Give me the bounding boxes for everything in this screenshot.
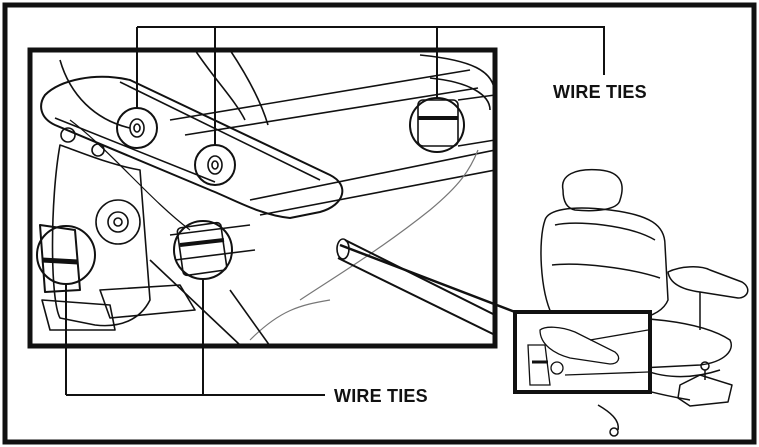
leader-lines-top <box>136 26 605 145</box>
armrest-pad <box>40 75 344 219</box>
wire-tie-circle-5 <box>173 220 233 280</box>
wire-tie-circle-4 <box>36 225 96 285</box>
leader-lines-bottom <box>65 279 325 396</box>
wire-tie-circle-2 <box>194 144 236 186</box>
chair-armrest-right <box>667 266 749 299</box>
wire-ties-label-bottom: WIRE TIES <box>334 386 428 406</box>
wire-tie-circle-1 <box>116 107 158 149</box>
detail-view <box>27 47 498 349</box>
detail-frame <box>27 47 498 349</box>
chair-inset <box>540 168 749 437</box>
inset-armrest-detail <box>527 326 649 386</box>
zoom-connector <box>339 243 516 314</box>
wire-ties-label-top: WIRE TIES <box>553 82 647 102</box>
inset-highlight-box <box>513 310 652 394</box>
